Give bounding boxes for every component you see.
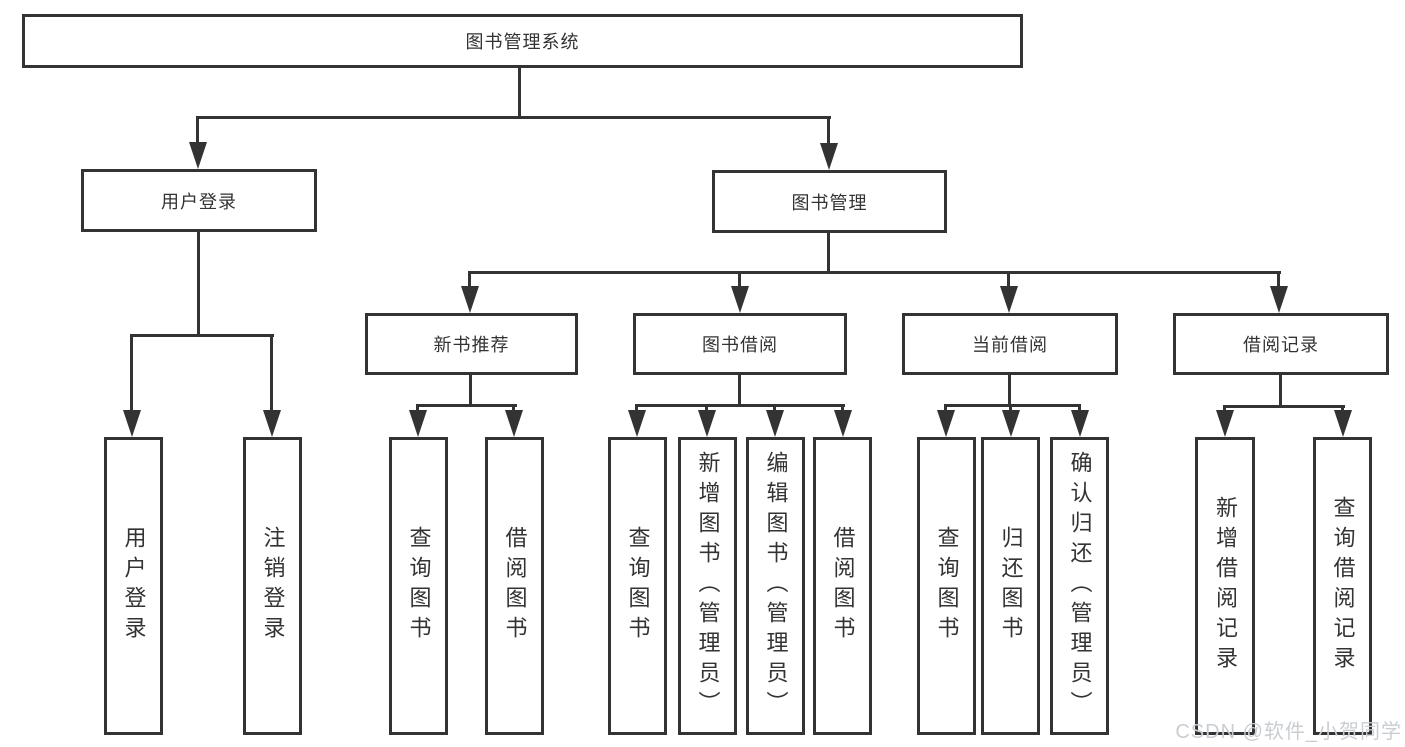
node-label: 图书管理 bbox=[791, 192, 868, 213]
node-label: 借阅记录 bbox=[1243, 335, 1319, 355]
arrowhead-icon bbox=[461, 286, 479, 313]
leaf-label: 归还图书 bbox=[998, 526, 1024, 646]
connector-line bbox=[1078, 404, 1081, 413]
arrowhead-icon bbox=[766, 410, 784, 437]
leaf-label: 用户登录 bbox=[121, 526, 147, 646]
node-label: 用户登录 bbox=[161, 191, 237, 212]
connector-line bbox=[197, 231, 200, 335]
connector-line bbox=[518, 67, 521, 117]
leaf-label: 查询图书 bbox=[625, 526, 651, 646]
connector-line bbox=[1008, 374, 1011, 406]
leaf-borrow-books: 借阅图书 bbox=[485, 437, 544, 735]
connector-line bbox=[705, 404, 708, 413]
connector-line bbox=[944, 404, 947, 413]
leaf-label: 注销登录 bbox=[260, 526, 286, 646]
leaf-confirm-return-admin: 确认归还（管理员） bbox=[1050, 437, 1109, 735]
connector-line bbox=[738, 374, 741, 406]
connector-line bbox=[1223, 405, 1345, 408]
connector-line bbox=[1223, 405, 1226, 413]
connector-line bbox=[1277, 271, 1280, 288]
connector-line bbox=[196, 116, 199, 146]
node-borrow-records: 借阅记录 bbox=[1173, 313, 1389, 375]
arrowhead-icon bbox=[731, 286, 749, 313]
node-current-borrow: 当前借阅 bbox=[902, 313, 1118, 375]
connector-line bbox=[1279, 374, 1282, 407]
arrowhead-icon bbox=[820, 143, 838, 170]
leaf-label: 新增图书（管理员） bbox=[695, 451, 721, 721]
leaf-query-borrow-record: 查询借阅记录 bbox=[1313, 437, 1372, 735]
connector-line bbox=[468, 271, 471, 288]
connector-line bbox=[416, 404, 419, 413]
leaf-query-books: 查询图书 bbox=[608, 437, 667, 735]
connector-line bbox=[944, 404, 1081, 407]
arrowhead-icon bbox=[263, 410, 281, 437]
leaf-label: 借阅图书 bbox=[830, 526, 856, 646]
arrowhead-icon bbox=[123, 410, 141, 437]
leaf-edit-books-admin: 编辑图书（管理员） bbox=[746, 437, 805, 735]
connector-line bbox=[469, 374, 472, 406]
node-label: 图书管理系统 bbox=[465, 32, 580, 52]
arrowhead-icon bbox=[1000, 286, 1018, 313]
arrowhead-icon bbox=[937, 410, 955, 437]
leaf-label: 新增借阅记录 bbox=[1213, 496, 1238, 676]
connector-line bbox=[416, 404, 517, 407]
node-label: 新书推荐 bbox=[433, 335, 510, 355]
arrowhead-icon bbox=[1002, 410, 1020, 437]
connector-line bbox=[270, 334, 273, 413]
node-root: 图书管理系统 bbox=[22, 14, 1023, 68]
leaf-query-books: 查询图书 bbox=[389, 437, 448, 735]
node-label: 图书借阅 bbox=[702, 335, 778, 355]
connector-line bbox=[130, 334, 133, 413]
leaf-return-books: 归还图书 bbox=[981, 437, 1040, 735]
connector-line bbox=[130, 334, 274, 337]
connector-line bbox=[468, 271, 1281, 274]
node-new-book-recommend: 新书推荐 bbox=[365, 313, 578, 375]
leaf-add-books-admin: 新增图书（管理员） bbox=[678, 437, 737, 735]
leaf-label: 编辑图书（管理员） bbox=[763, 451, 789, 721]
arrowhead-icon bbox=[1334, 410, 1352, 437]
arrowhead-icon bbox=[1216, 410, 1234, 437]
connector-line bbox=[635, 404, 638, 413]
leaf-label: 查询借阅记录 bbox=[1330, 496, 1356, 676]
leaf-query-books: 查询图书 bbox=[917, 437, 976, 735]
arrowhead-icon bbox=[505, 410, 523, 437]
leaf-borrow-books: 借阅图书 bbox=[813, 437, 872, 735]
leaf-label: 查询图书 bbox=[934, 526, 960, 646]
node-book-management: 图书管理 bbox=[712, 170, 947, 233]
connector-line bbox=[635, 404, 845, 407]
connector-line bbox=[827, 116, 830, 147]
leaf-add-borrow-record: 新增借阅记录 bbox=[1195, 437, 1255, 735]
node-label: 当前借阅 bbox=[972, 335, 1048, 355]
leaf-label: 借阅图书 bbox=[502, 526, 528, 646]
connector-line bbox=[841, 404, 844, 413]
connector-line bbox=[1009, 404, 1012, 413]
connector-line bbox=[1341, 405, 1344, 413]
arrowhead-icon bbox=[189, 142, 207, 169]
leaf-label: 查询图书 bbox=[406, 526, 432, 646]
arrowhead-icon bbox=[1071, 410, 1089, 437]
connector-line bbox=[738, 271, 741, 288]
csdn-watermark: CSDN @软件_小贺同学 bbox=[1175, 721, 1402, 743]
arrowhead-icon bbox=[628, 410, 646, 437]
connector-line bbox=[512, 404, 515, 413]
arrowhead-icon bbox=[834, 410, 852, 437]
arrowhead-icon bbox=[698, 410, 716, 437]
node-user-login: 用户登录 bbox=[81, 169, 317, 232]
arrowhead-icon bbox=[1270, 286, 1288, 313]
leaf-logout: 注销登录 bbox=[243, 437, 302, 735]
connector-line bbox=[827, 232, 830, 273]
connector-line bbox=[196, 116, 831, 119]
leaf-user-login: 用户登录 bbox=[104, 437, 163, 735]
connector-line bbox=[773, 404, 776, 413]
leaf-label: 确认归还（管理员） bbox=[1067, 451, 1093, 721]
connector-line bbox=[1007, 271, 1010, 288]
arrowhead-icon bbox=[409, 410, 427, 437]
node-book-borrow: 图书借阅 bbox=[633, 313, 847, 375]
